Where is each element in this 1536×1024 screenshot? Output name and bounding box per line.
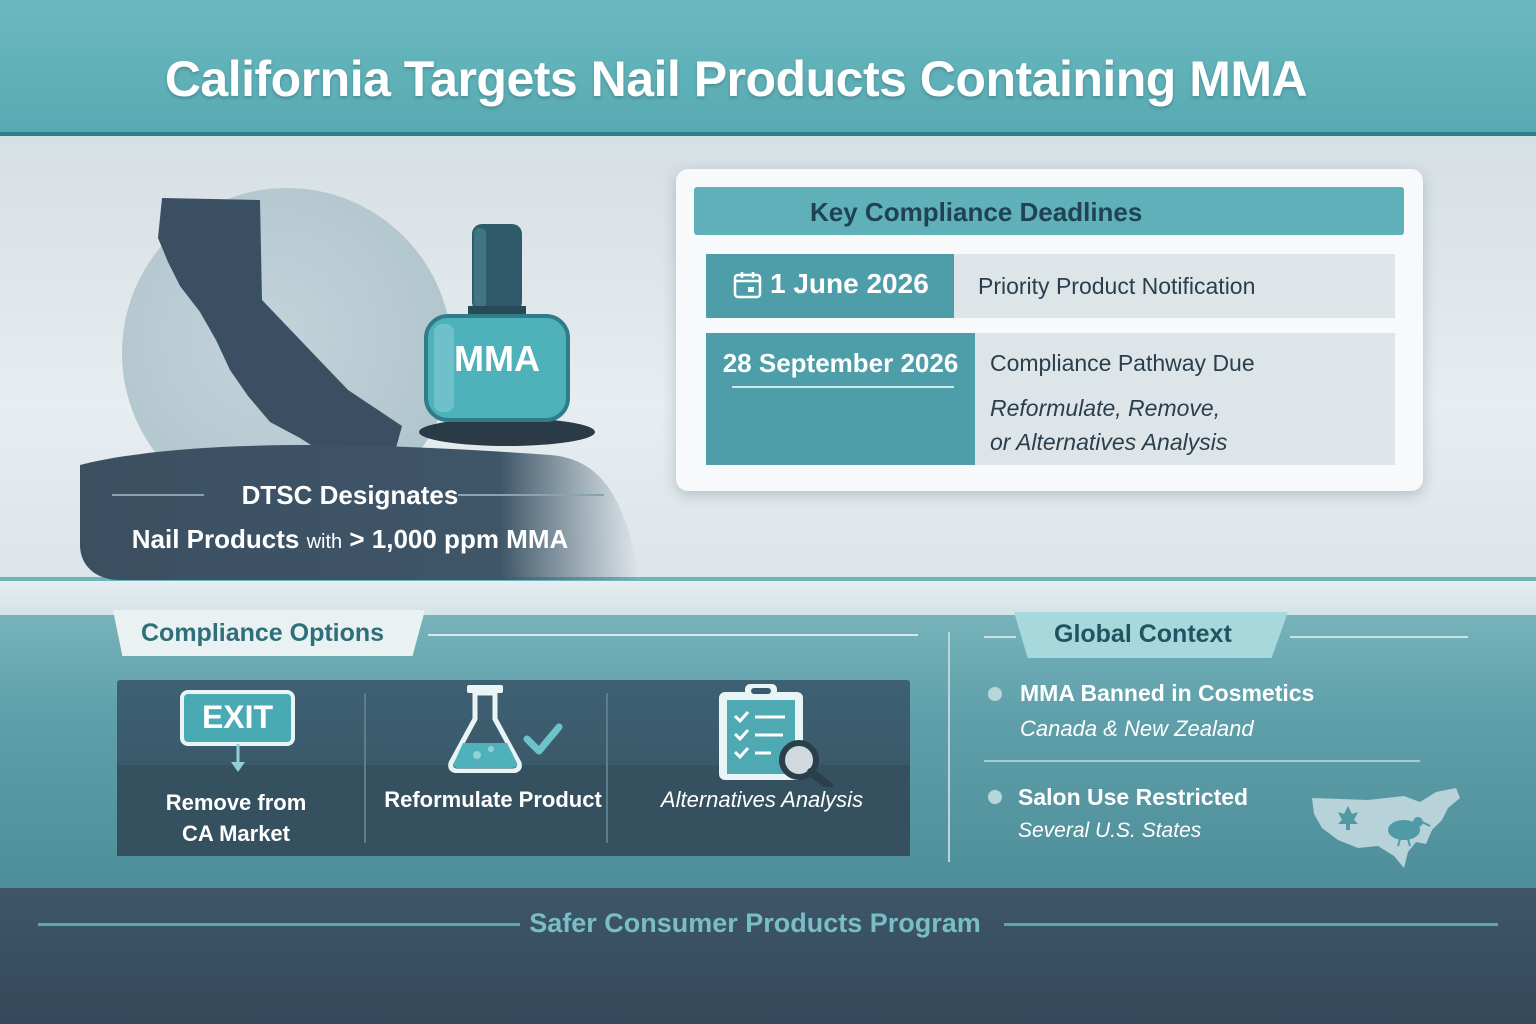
option-separator [364,693,366,843]
designation-detail: Nail Products with > 1,000 ppm MMA [131,524,569,554]
deadline-date: 1 June 2026 [770,268,929,299]
deadline-row2-label-cell [975,333,1395,465]
us-map-icon [1312,788,1460,868]
exit-sign-text: EXIT [201,699,274,735]
global-context-tab: Global Context [1014,612,1288,658]
bottle-label: MMA [454,338,540,379]
arrow-down-icon [231,744,245,772]
decorative-rule [428,634,918,636]
global-item-sub: Canada & New Zealand [1020,716,1254,741]
vertical-divider [948,632,950,862]
option-label: Reformulate Product [384,787,602,812]
compliance-options-tab: Compliance Options [113,610,425,656]
designation-heading: DTSC Designates [241,480,459,510]
deadline-sublabel: or Alternatives Analysis [990,429,1228,455]
decorative-rule [732,386,954,388]
bullet-dot [988,790,1002,804]
item-separator [984,760,1420,762]
deadlines-header: Key Compliance Deadlines [694,187,1404,235]
header-banner [0,0,1536,136]
footer-bar [0,888,1536,1024]
option-label: Alternatives Analysis [660,787,864,812]
global-item-sub: Several U.S. States [1018,819,1202,842]
decorative-rule [1004,923,1498,926]
decorative-rule [458,494,604,496]
decorative-rule [112,494,204,496]
option-label-line: CA Market [182,821,290,846]
decorative-rule [1290,636,1468,638]
dark-banner-shape [80,445,640,580]
deadline-row2-date-cell [706,333,975,465]
flask-check-icon [448,685,563,773]
footer-program-name: Safer Consumer Products Program [529,908,981,938]
decorative-rule [38,923,520,926]
deadline-sublabel: Reformulate, Remove, [990,395,1221,421]
option-label: Remove from CA Market [130,787,342,849]
nail-polish-bottle-icon [419,224,595,446]
page-title: California Targets Nail Products Contain… [164,51,1308,107]
global-item-title: Salon Use Restricted [1018,784,1249,810]
calendar-icon [733,272,762,299]
options-label-band [117,765,910,856]
lower-top-band [0,581,1536,615]
option-separator [606,693,608,843]
global-item-title: MMA Banned in Cosmetics [1020,680,1315,706]
california-map-icon [158,198,402,466]
deadline-row1-date-cell [706,254,954,318]
deadline-label: Compliance Pathway Due [990,350,1255,376]
clipboard-magnifier-icon [719,684,833,787]
bullet-dot [988,687,1002,701]
option-label-line: Remove from [165,790,307,815]
section-divider [0,577,1536,581]
deadline-date: 28 September 2026 [722,348,959,378]
deadline-row1-label-cell [954,254,1395,318]
deadline-label: Priority Product Notification [978,273,1256,299]
decorative-rule [984,636,1016,638]
